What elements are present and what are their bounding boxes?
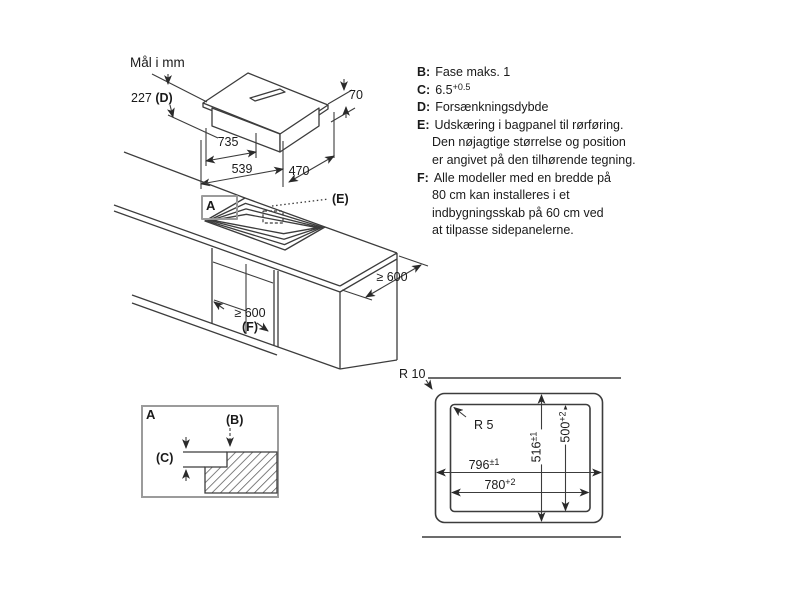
dim-label-227-d: 227 (D) [131,91,173,105]
width-ref-label: (F) [242,320,258,334]
recess-depth-ref-label: (C) [156,451,174,465]
cooktop-dimension-lines [151,73,356,189]
legend-line: Den nøjagtige størrelse og position [432,135,626,150]
legend-block: B:Fase maks. 1 C:6.5+0.5 D:Forsænkningsd… [417,62,667,238]
counter-front-edge [113,204,341,287]
legend-line: 80 cm kan installeres i et [432,188,570,203]
cabinet-isometric-drawing [113,151,429,370]
cutout-dimension-lines [423,379,602,522]
legend-line: C:6.5+0.5 [417,81,471,97]
worktop-section-hatch [204,451,278,494]
width-dim-label: ≥ 600 [234,306,266,320]
detail-a-callout-label: A [206,198,216,213]
chamfer-ref-label: (B) [226,413,244,427]
dim-label-735: 735 [217,135,239,149]
rear-panel-ref-label: (E) [332,192,349,206]
legend-line: E:Udskæring i bagpanel til rørføring. [417,117,624,132]
legend-line: er angivet på den tilhørende tegning. [432,152,636,167]
dim-label-470: 470 [288,164,310,178]
detail-a-border [141,405,279,498]
counter-cutout-rabbet [204,197,326,251]
cooktop-body-right-face [279,107,320,153]
radius-outer-label: R 10 [399,367,426,381]
cabinet-depth-dimension [341,255,429,301]
cabinet-width-dimension [213,301,269,332]
legend-line: at tilpasse sidepanelerne. [432,223,574,238]
dim-label-70: 70 [349,88,363,102]
detail-a-drawing [141,405,279,498]
detail-a-callout-frame [201,195,238,220]
dim-label-516: 516±1 [528,429,544,465]
e-leader-dotted-line [271,198,330,207]
legend-line: D:Forsænkningsdybde [417,100,549,115]
worktop-cutout-rect [449,403,591,513]
dim-label-539: 539 [231,162,253,176]
dim-label-780: 780+2 [484,477,516,492]
detail-a-title-label: A [146,407,156,422]
appliance-outline-rect [434,392,604,524]
dim-label-500: 500+2 [557,409,573,445]
cooktop-isometric-drawing [151,72,356,189]
radius-inner-label: R 5 [474,418,494,432]
cutout-plan-drawing [422,377,621,538]
rear-panel-cutout-marker [262,210,284,224]
cooktop-vent-slot [249,88,286,102]
cabinet-base-line [131,294,341,370]
legend-line: B:Fase maks. 1 [417,65,511,79]
counter-back-edge [123,151,246,199]
depth-dim-label: ≥ 600 [376,270,408,284]
dim-label-796: 796±1 [468,457,500,472]
legend-line: F:Alle modeller med en bredde på [417,170,612,185]
legend-line: indbygningsskab på 60 cm ved [432,205,604,220]
page-title: Mål i mm [130,55,185,70]
